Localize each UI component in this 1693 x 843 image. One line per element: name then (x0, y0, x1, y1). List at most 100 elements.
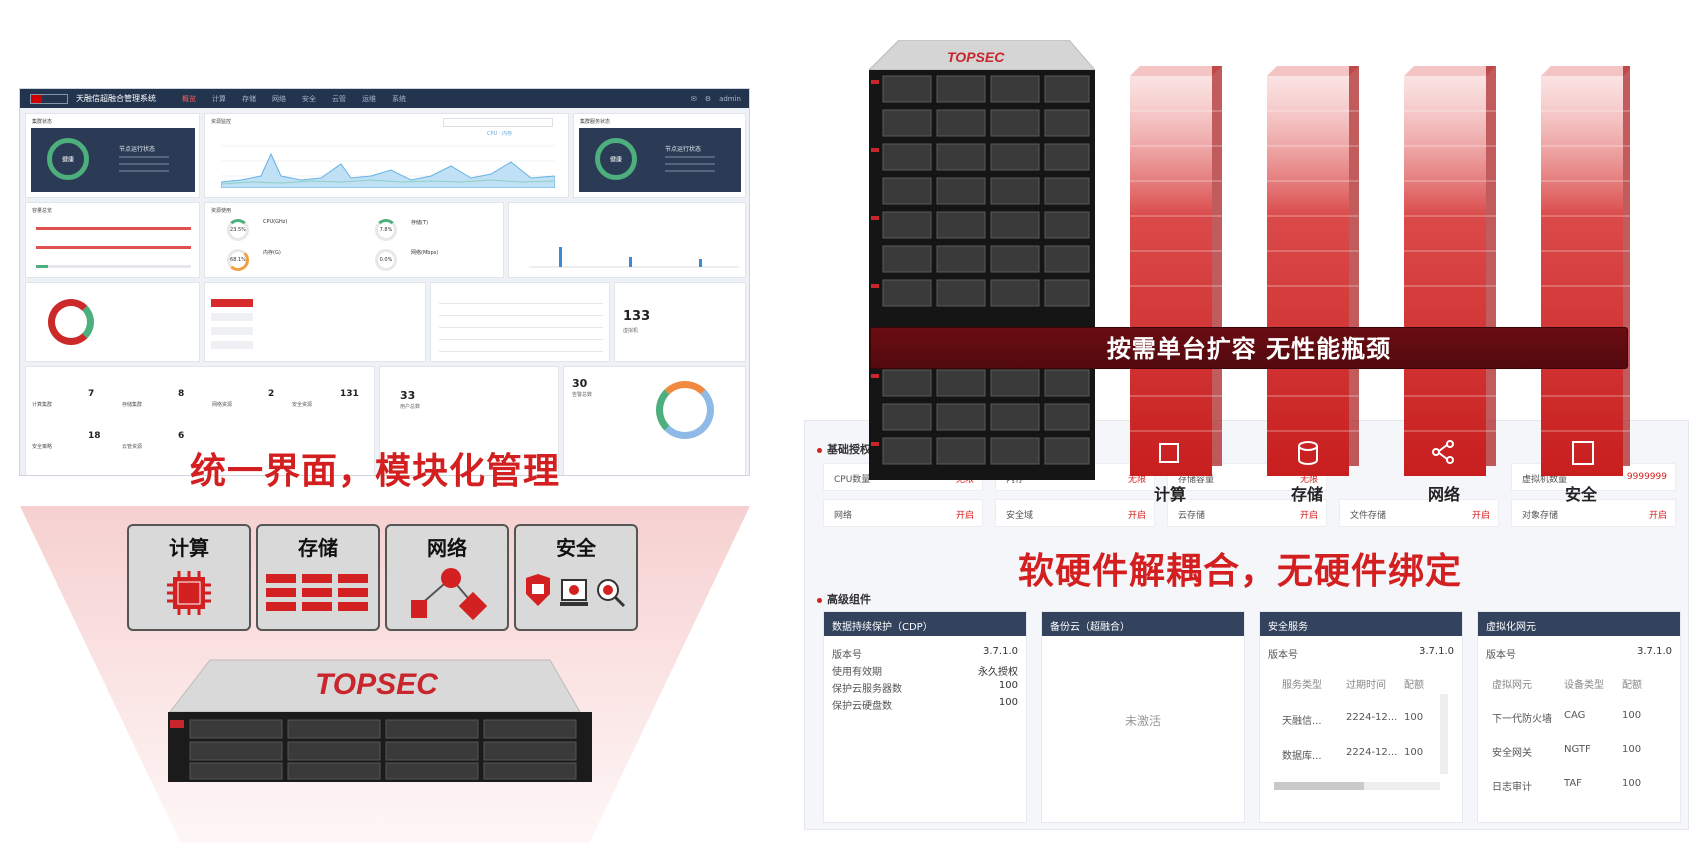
card-cluster-status: 集群服务状态 健康 节点运行状态 (573, 113, 746, 198)
alarm-donut (656, 381, 714, 439)
topsec-brand-logo: TOPSEC (315, 668, 439, 701)
net-label: 网络(Mbps) (411, 250, 439, 256)
topbar-actions: ✉ ⚙ admin (691, 95, 741, 103)
network-icon (387, 566, 507, 621)
app-title: 天融信超融合管理系统 (76, 94, 156, 103)
nav-item-storage[interactable]: 存储 (242, 94, 256, 103)
nav-item-security[interactable]: 安全 (302, 94, 316, 103)
topsec-logo (30, 93, 68, 104)
scrollbar-horizontal[interactable] (1274, 782, 1440, 790)
tower-network (1404, 66, 1496, 476)
license-item: 网络开启 (823, 499, 983, 527)
section-components-title: 高级组件 (817, 591, 871, 607)
nav-item-cloud[interactable]: 云管 (332, 94, 346, 103)
mem-label: 内存(G) (263, 250, 281, 256)
health-ring: 健康 (47, 138, 89, 180)
count-tile[interactable]: 安全策略 18 (32, 431, 101, 450)
security-icon (516, 566, 636, 621)
cpu-pct: 23.5% (230, 227, 246, 233)
count-tile[interactable]: 云管资源 6 (122, 431, 185, 450)
module-network: 网络 (385, 524, 509, 631)
card-users: 33 用户总数 (379, 366, 559, 475)
card-bar-chart (508, 202, 746, 278)
scrollbar[interactable] (1440, 694, 1448, 774)
card-resource-usage: 资源使用 23.5% CPU(GHz) 68.1% 内存(G) 7.8% 存储(… (204, 202, 504, 278)
disk-pct: 7.8% (379, 227, 393, 233)
trend-legend: CPU · 内存 (487, 131, 512, 137)
license-item: 安全域开启 (995, 499, 1155, 527)
cpu-icon (1159, 443, 1179, 463)
card-title: 资源监控 (211, 119, 232, 125)
count-tile[interactable]: 存储集群 8 (122, 389, 185, 408)
dashboard-screenshot: 天融信超融合管理系统 概览 计算 存储 网络 安全 云管 运维 系统 ✉ ⚙ a… (19, 88, 750, 476)
license-item: 对象存储开启 (1511, 499, 1676, 527)
caption-decoupled: 软硬件解耦合，无硬件绑定 (1018, 551, 1463, 592)
tower-storage (1267, 66, 1359, 476)
license-item: 文件存储开启 (1339, 499, 1499, 527)
card-capacity: 容量总览 (25, 202, 200, 278)
alarms-label: 告警总数 (572, 392, 593, 398)
count-tile[interactable]: 网络资源 2 (212, 389, 275, 408)
card-backup: 备份云（超融合） 未激活 (1041, 611, 1245, 823)
module-security: 安全 (514, 524, 638, 631)
nav-item-network[interactable]: 网络 (272, 94, 286, 103)
tower-security (1541, 66, 1630, 476)
cpu-icon (129, 566, 249, 621)
module-compute: 计算 (127, 524, 251, 631)
section-license-title: 基础授权 (817, 441, 871, 457)
count-tile[interactable]: 安全资源 131 (292, 389, 359, 408)
count-tile[interactable]: 计算集群 7 (32, 389, 95, 408)
card-table (430, 282, 610, 362)
alarms-value: 30 (572, 377, 588, 390)
vm-count-value: 133 (623, 309, 651, 324)
card-title: 容量总览 (32, 208, 53, 214)
module-storage: 存储 (256, 524, 380, 631)
nav-item-ops[interactable]: 运维 (362, 94, 376, 103)
users-value: 33 (400, 389, 416, 402)
tower-label-storage: 存储 (1290, 485, 1323, 504)
vm-count-label: 虚拟机 (623, 328, 639, 334)
topsec-brand-logo: TOPSEC (947, 49, 1005, 65)
bell-icon[interactable]: ✉ (690, 94, 697, 103)
ring-label: 健康 (609, 156, 622, 164)
share-icon (1432, 448, 1440, 456)
storage-icon (258, 566, 378, 621)
tower-compute (1130, 66, 1222, 476)
date-range-picker[interactable] (443, 118, 553, 127)
status-panel: 健康 节点运行状态 (31, 128, 195, 192)
mem-pct: 68.1% (230, 257, 246, 263)
card-donut (25, 282, 200, 362)
user-menu[interactable]: admin (719, 94, 741, 103)
gear-icon[interactable]: ⚙ (704, 94, 712, 103)
shield-icon (1572, 441, 1594, 465)
card-title: 资源使用 (211, 208, 232, 214)
card-list-chart (204, 282, 426, 362)
scale-out-banner: 按需单台扩容 无性能瓶颈 (870, 327, 1628, 369)
caption-unified-ui: 统一界面，模块化管理 (190, 451, 561, 492)
net-pct: 0.0% (379, 257, 393, 263)
ring-label: 健康 (61, 156, 74, 164)
card-title: 集群状态 (32, 119, 53, 125)
health-ring: 健康 (595, 138, 637, 180)
module-label: 存储 (298, 536, 338, 560)
card-alarms: 30 告警总数 (563, 366, 746, 475)
module-label: 计算 (169, 536, 209, 560)
tower-label-network: 网络 (1427, 485, 1460, 504)
card-host-status: 集群状态 健康 节点运行状态 (25, 113, 200, 198)
nav-item-system[interactable]: 系统 (392, 94, 406, 103)
inactive-status: 未激活 (1124, 714, 1161, 728)
card-title: 集群服务状态 (580, 119, 611, 125)
top-nav: 概览 计算 存储 网络 安全 云管 运维 系统 (182, 94, 406, 104)
nav-item-overview[interactable]: 概览 (182, 94, 196, 103)
status-panel: 健康 节点运行状态 (579, 128, 741, 192)
server-rack: TOPSEC (869, 40, 1095, 480)
disk-label: 存储(T) (411, 220, 428, 226)
tower-label-compute: 计算 (1153, 485, 1186, 504)
status-title: 节点运行状态 (119, 146, 156, 153)
small-bar-chart (529, 247, 739, 268)
nav-item-compute[interactable]: 计算 (212, 94, 226, 103)
card-header: 备份云（超融合） (1042, 612, 1244, 636)
